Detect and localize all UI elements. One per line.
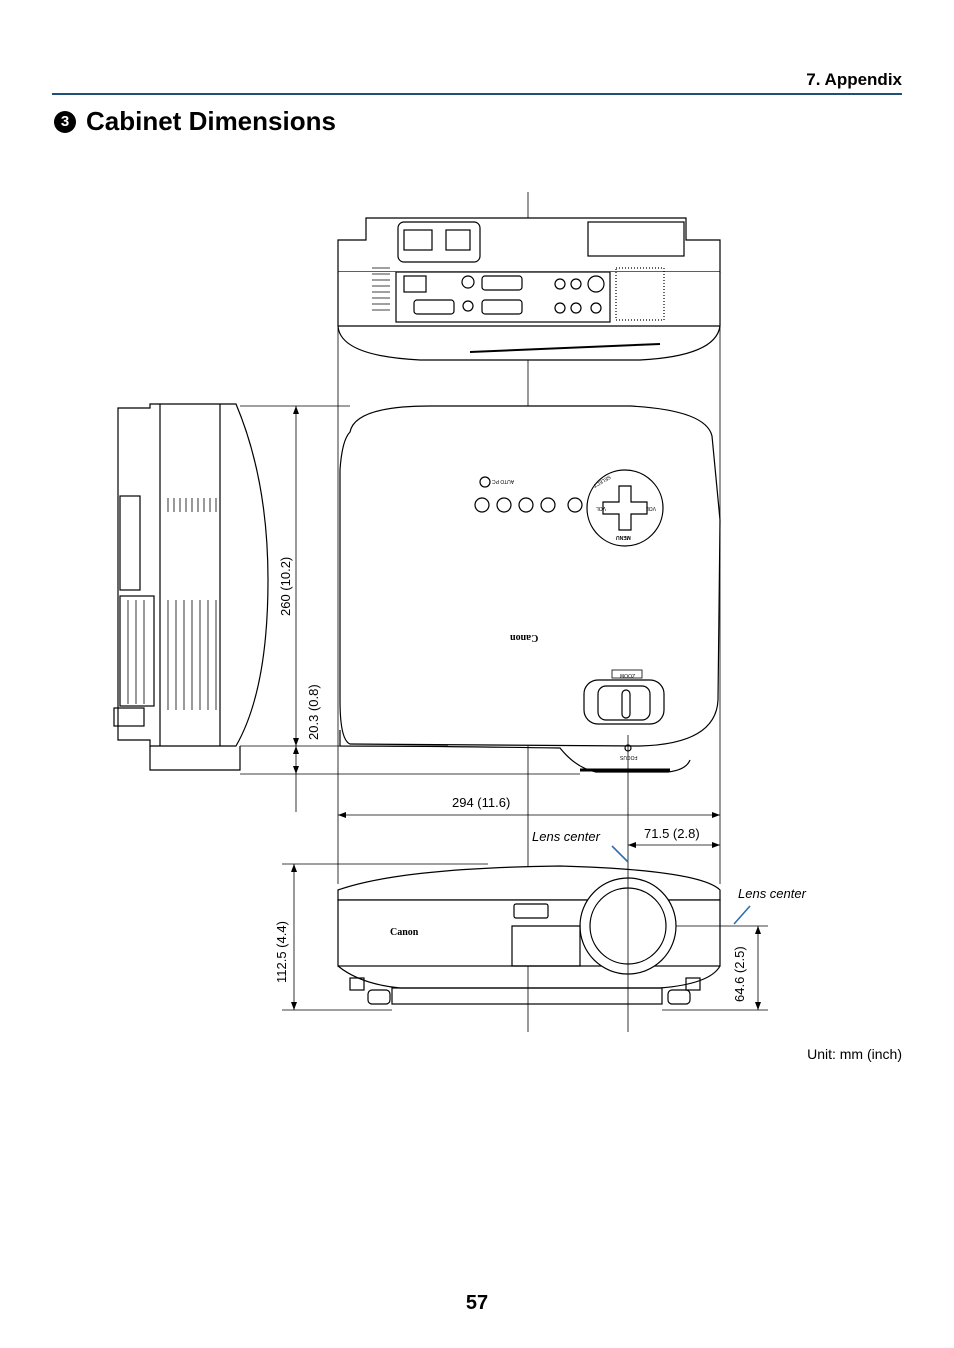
unit-note: Unit: mm (inch) [807, 1046, 902, 1062]
rear-view [337, 217, 721, 361]
depth-dimension-label: 260 (10.2) [278, 556, 293, 616]
lens-center-label-front: Lens center [738, 886, 806, 901]
lens-center-label-top: Lens center [532, 829, 600, 844]
brand-label-front: Canon [390, 927, 419, 938]
chapter-heading: 7. Appendix [806, 70, 902, 89]
lens-height-dimension-label: 64.6 (2.5) [732, 946, 747, 1002]
width-dimension-label: 294 (11.6) [452, 795, 511, 810]
page-number: 57 [465, 1292, 489, 1314]
section-heading: 3 Cabinet Dimensions [54, 106, 336, 137]
zoom-label: ZOOM [620, 672, 635, 678]
height-dimension-label: 112.5 (4.4) [274, 921, 289, 983]
menu-label: MENU [616, 534, 631, 540]
vol-left-label: VOL [596, 505, 607, 511]
section-number-badge: 3 [54, 110, 76, 133]
header-rule [52, 93, 902, 95]
brand-label-top: Canon [510, 632, 539, 643]
foot-height-dimension-label: 20.3 (0.8) [306, 684, 321, 740]
focus-label: FOCUS [620, 754, 638, 760]
vol-right-label: VOL [646, 505, 657, 511]
section-title: Cabinet Dimensions [86, 106, 336, 136]
side-view [113, 403, 269, 771]
auto-pc-label: AUTO PC [492, 478, 515, 484]
top-view [339, 405, 721, 773]
lens-offset-dimension-label: 71.5 (2.8) [644, 826, 700, 841]
